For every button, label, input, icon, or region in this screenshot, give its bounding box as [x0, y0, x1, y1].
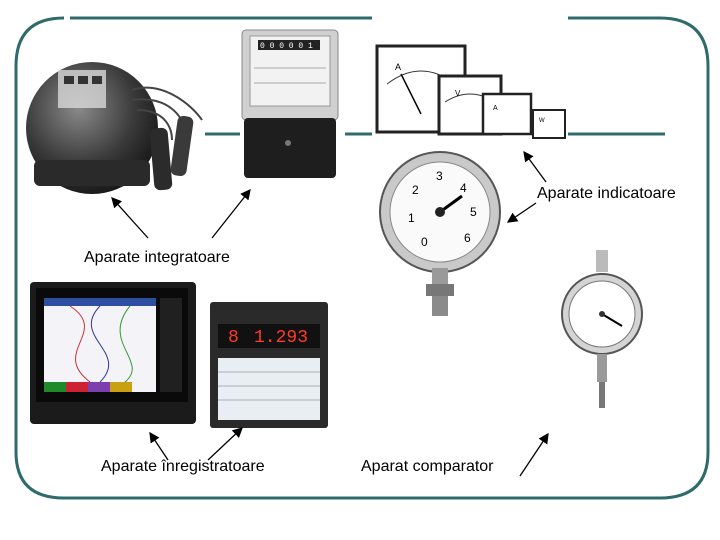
- arrow-to-sensor: [112, 198, 148, 238]
- arrow-to-panel-meters: [524, 152, 546, 182]
- arrow-to-dial-indicator: [520, 434, 548, 476]
- arrow-to-gauge: [508, 203, 536, 222]
- arrow-to-screen-recorder: [150, 433, 168, 460]
- label-indicating-instruments: Aparate indicatoare: [537, 185, 676, 203]
- arrow-to-electricity-meter: [212, 190, 250, 238]
- label-recording-instruments: Aparate înregistratoare: [101, 458, 265, 476]
- arrow-to-chart-recorder: [208, 428, 242, 460]
- label-integrating-instruments: Aparate integratoare: [84, 249, 230, 267]
- label-comparator-instrument: Aparat comparator: [361, 458, 494, 476]
